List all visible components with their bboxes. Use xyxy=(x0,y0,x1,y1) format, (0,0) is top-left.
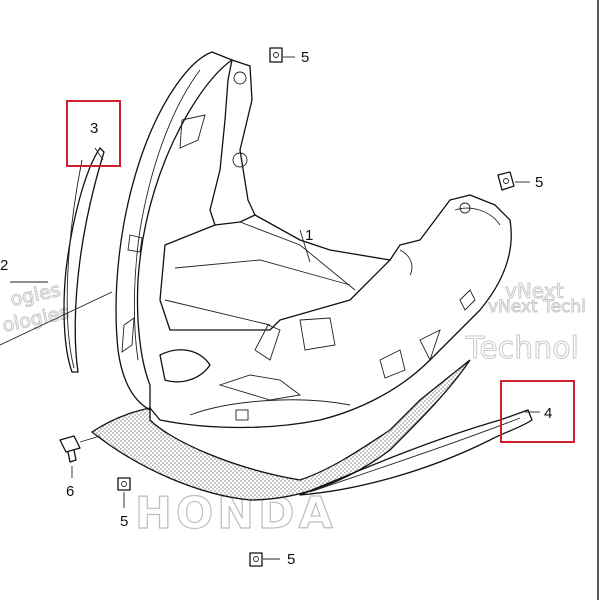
cowl-right-wing xyxy=(149,194,512,429)
callout-5-bottom: 5 xyxy=(287,551,295,568)
strip-3-outline xyxy=(63,147,105,373)
highlight-box-part-3 xyxy=(66,100,121,167)
callout-6: 6 xyxy=(66,483,74,500)
callout-5-top: 5 xyxy=(301,49,309,66)
cowl-left-pillar xyxy=(209,59,256,226)
callout-1: 1 xyxy=(305,227,313,244)
front-cowl-part-1 xyxy=(90,51,512,501)
watermark-line: vNext Techi xyxy=(488,297,586,317)
cowl-centre-cavity xyxy=(159,349,211,383)
watermark-line: vNext xyxy=(505,279,564,303)
callout-5-right: 5 xyxy=(535,174,543,191)
clip-nut-bottom xyxy=(249,552,280,567)
right-lower-strip-part-4 xyxy=(299,409,533,496)
watermark-line: Technol xyxy=(465,331,579,366)
leader-lines xyxy=(0,147,540,443)
watermark: vNext vNext Techi Technol ogies ologies … xyxy=(0,278,586,539)
clip-nut-lower-left xyxy=(117,477,131,508)
watermark-line: ologies xyxy=(0,301,71,337)
cowl-inner-frame xyxy=(159,214,391,331)
callout-3: 3 xyxy=(90,120,98,137)
cowl-left-wing xyxy=(115,51,233,411)
left-side-strip-part-3 xyxy=(63,147,105,373)
cowl-lower-skirt xyxy=(90,359,471,501)
clip-nut-right xyxy=(497,171,530,191)
strip-4-outline xyxy=(299,409,533,496)
callouts: 1 2 3 4 5 5 5 5 6 xyxy=(0,49,552,568)
callout-5-lower-left: 5 xyxy=(120,513,128,530)
bolt-part-6 xyxy=(59,435,81,478)
highlight-box-part-4 xyxy=(500,380,575,443)
clip-nut-top xyxy=(269,47,295,63)
callout-4: 4 xyxy=(544,405,552,422)
callout-2: 2 xyxy=(0,257,8,274)
